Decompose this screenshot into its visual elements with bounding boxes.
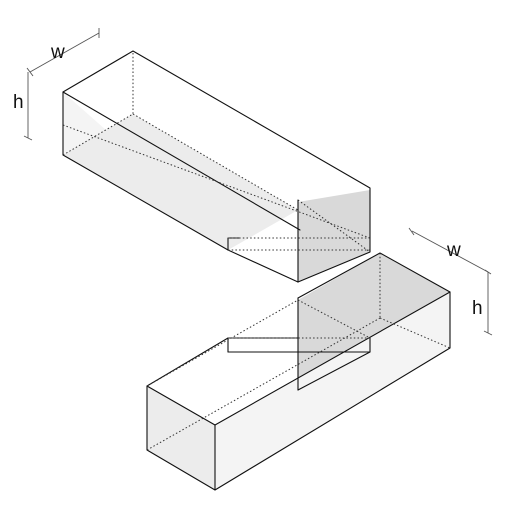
upper-width-dimension-line	[29, 32, 100, 73]
lower-dimensions: w h	[408, 227, 493, 336]
upper-width-tick-left	[26, 67, 34, 77]
upper-height-tick-bottom	[23, 135, 33, 141]
lower-beam-hidden-4	[146, 299, 299, 387]
lower-width-tick-left	[408, 227, 415, 236]
upper-beam-top-edge	[62, 91, 301, 231]
lower-beam-side-face	[215, 292, 450, 490]
upper-height-label: h	[13, 92, 24, 113]
lower-height-label: h	[472, 298, 483, 319]
lower-beam-notch	[227, 337, 371, 353]
lower-beam-hidden-2	[146, 317, 381, 451]
upper-beam-end-bottom	[227, 249, 299, 283]
lower-height-tick-bottom	[483, 330, 493, 336]
upper-beam-bottom-face	[63, 114, 298, 250]
lower-beam	[146, 252, 451, 491]
lower-width-label: w	[446, 240, 461, 261]
upper-dimensions: w h	[13, 28, 100, 141]
lower-width-dimension-line	[411, 230, 489, 273]
upper-beam	[62, 50, 371, 283]
lower-beam-front-face	[147, 386, 215, 490]
lower-beam-hidden-3	[379, 317, 451, 349]
upper-beam-hidden-mid	[62, 124, 371, 239]
lower-beam-hidden-6	[297, 299, 371, 339]
lower-beam-upper-edge	[214, 291, 451, 426]
upper-beam-outline	[62, 50, 371, 283]
upper-beam-hidden-edges	[62, 51, 134, 156]
upper-beam-hidden-cut-3	[297, 199, 371, 253]
upper-width-label: w	[50, 42, 65, 63]
lower-beam-cut-diagonal	[297, 351, 371, 391]
lower-beam-top-edge	[146, 385, 216, 426]
